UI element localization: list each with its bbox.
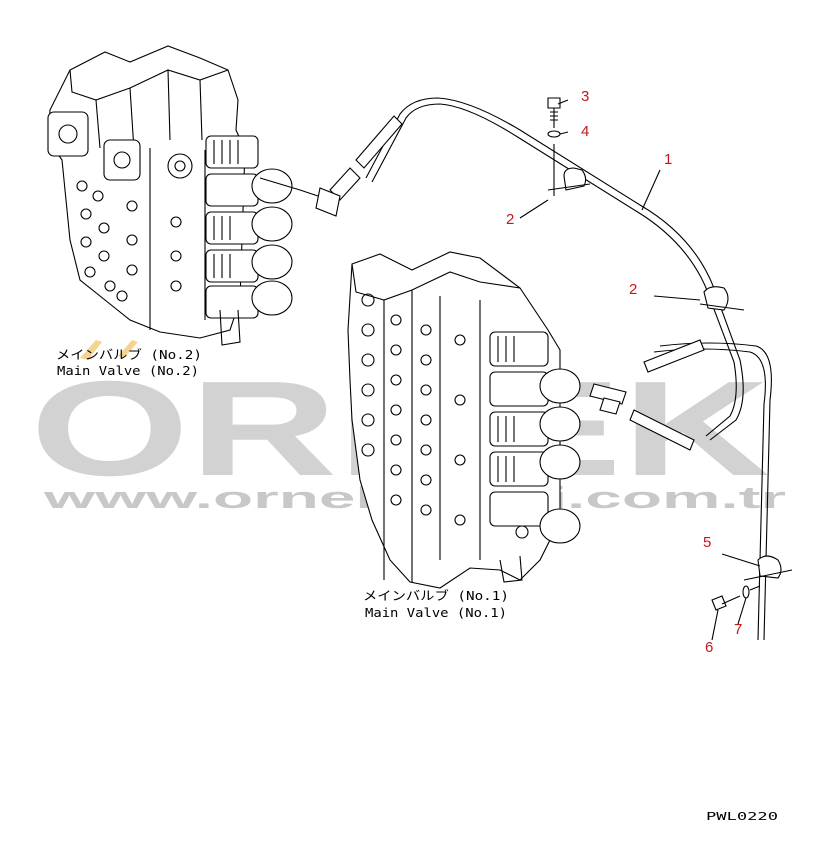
tube-assembly	[259, 97, 793, 641]
callout-2a: 2	[506, 211, 514, 228]
callout-2b: 2	[629, 281, 637, 298]
main-valve-no2-drawing	[47, 45, 293, 346]
callout-5: 5	[703, 534, 711, 551]
callout-1: 1	[664, 151, 672, 168]
valve2-label-jp: メインバルブ (No.2)	[56, 347, 202, 362]
drawing-code: PWL0220	[706, 810, 778, 823]
callout-7: 7	[734, 621, 742, 638]
leader-lines	[519, 99, 761, 641]
callout-6: 6	[705, 639, 713, 656]
valve-labels: メインバルブ (No.2) Main Valve (No.2) メインバルブ (…	[56, 347, 509, 620]
callouts: 1 2 2 3 4 5 6 7	[506, 88, 742, 656]
valve1-label-jp: メインバルブ (No.1)	[363, 588, 509, 603]
valve2-label-en: Main Valve (No.2)	[57, 363, 199, 378]
label-highlight	[80, 340, 138, 360]
main-valve-no1-drawing	[347, 251, 581, 589]
valve1-label-en: Main Valve (No.1)	[365, 605, 507, 620]
callout-4: 4	[581, 123, 589, 140]
valve2-spools	[205, 135, 293, 319]
callout-3: 3	[581, 88, 589, 105]
valve1-spools	[489, 331, 581, 544]
